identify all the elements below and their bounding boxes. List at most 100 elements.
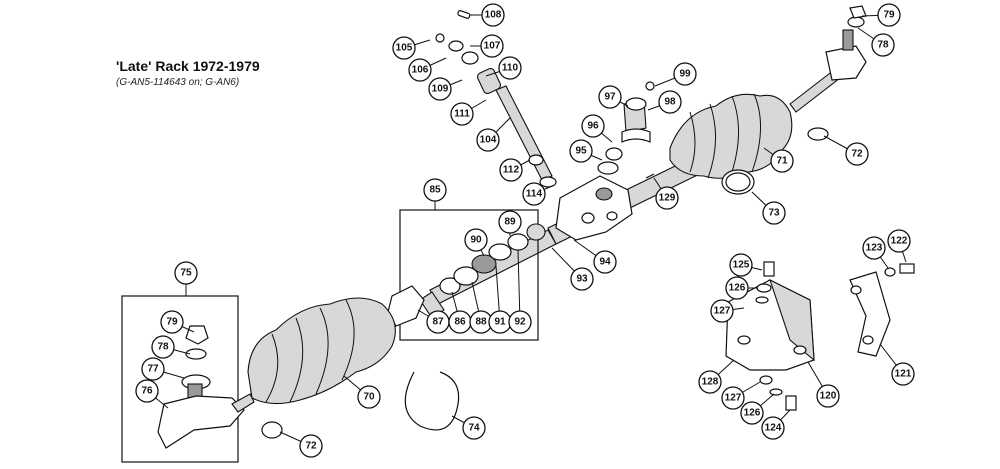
- callout-c126a: 126: [725, 276, 749, 300]
- callout-c106: 106: [408, 58, 432, 82]
- pinion-housing: [555, 175, 633, 241]
- callout-number: 78: [877, 40, 889, 51]
- callout-c86: 86: [448, 310, 472, 334]
- callout-circle: [729, 253, 753, 277]
- callout-number: 88: [475, 317, 487, 328]
- callout-number: 123: [866, 243, 883, 254]
- callout-c110: 110: [498, 56, 522, 80]
- inner-ball-joint-parts: [419, 223, 546, 319]
- callout-c121: 121: [891, 362, 915, 386]
- callout-number: 79: [883, 10, 895, 21]
- callout-circle: [464, 228, 488, 252]
- callout-circle: [480, 34, 504, 58]
- callout-c72b: 72: [299, 434, 323, 458]
- callout-circle: [877, 3, 901, 27]
- callout-circle: [462, 416, 486, 440]
- callout-number: 92: [514, 317, 526, 328]
- callout-circle: [816, 384, 840, 408]
- callout-c90: 90: [464, 228, 488, 252]
- callout-circle: [141, 357, 165, 381]
- callout-circle: [762, 201, 786, 225]
- mounting-fasteners: [755, 261, 915, 411]
- callout-c93: 93: [570, 267, 594, 291]
- callout-circle: [299, 434, 323, 458]
- callout-number: 95: [575, 146, 587, 157]
- callout-number: 125: [733, 260, 750, 271]
- mounting-clamp: [849, 271, 891, 357]
- callout-circle: [655, 186, 679, 210]
- callout-circle: [160, 310, 184, 334]
- left-rubber-boot: [247, 297, 396, 405]
- callout-number: 91: [494, 317, 506, 328]
- callout-c91: 91: [488, 310, 512, 334]
- callout-number: 127: [714, 306, 731, 317]
- callout-circle: [357, 385, 381, 409]
- callout-number: 124: [765, 423, 782, 434]
- callout-circle: [498, 56, 522, 80]
- callout-c109: 109: [428, 77, 452, 101]
- callout-number: 98: [664, 97, 676, 108]
- right-tie-rod: [789, 5, 867, 113]
- callout-c78a: 78: [871, 33, 895, 57]
- callout-number: 127: [725, 393, 742, 404]
- callout-c94: 94: [593, 250, 617, 274]
- callout-circle: [522, 182, 546, 206]
- callout-c123: 123: [862, 236, 886, 260]
- callout-number: 104: [480, 135, 497, 146]
- left-clips: [261, 371, 460, 439]
- callout-c73: 73: [762, 201, 786, 225]
- callout-c112: 112: [499, 158, 523, 182]
- callout-c78b: 78: [151, 335, 175, 359]
- mounting-bracket: [725, 278, 815, 371]
- callout-number: 126: [744, 408, 761, 419]
- callout-circle: [862, 236, 886, 260]
- callout-c71: 71: [770, 149, 794, 173]
- callout-number: 90: [470, 235, 482, 246]
- callout-circle: [761, 416, 785, 440]
- callout-circle: [476, 128, 500, 152]
- callout-c124: 124: [761, 416, 785, 440]
- callout-c70: 70: [357, 385, 381, 409]
- callout-c125: 125: [729, 253, 753, 277]
- callout-number: 71: [776, 156, 788, 167]
- callout-c89: 89: [498, 210, 522, 234]
- right-rubber-boot: [669, 93, 793, 179]
- callout-circle: [151, 335, 175, 359]
- inner-ball-joint-box: [399, 209, 539, 341]
- damper-assembly: [597, 81, 655, 179]
- callout-number: 96: [587, 121, 599, 132]
- callout-c77: 77: [141, 357, 165, 381]
- callout-c97: 97: [598, 85, 622, 109]
- callout-c126b: 126: [740, 401, 764, 425]
- callout-c92: 92: [508, 310, 532, 334]
- callout-c72a: 72: [845, 142, 869, 166]
- callout-number: 73: [768, 208, 780, 219]
- callout-c127a: 127: [710, 299, 734, 323]
- callout-number: 86: [454, 317, 466, 328]
- callout-c96: 96: [581, 114, 605, 138]
- callout-number: 109: [432, 84, 449, 95]
- callout-circle: [593, 250, 617, 274]
- callout-c107: 107: [480, 34, 504, 58]
- callout-circle: [891, 362, 915, 386]
- callout-c114: 114: [522, 182, 546, 206]
- callout-number: 87: [432, 317, 444, 328]
- callout-circle: [871, 33, 895, 57]
- callout-number: 106: [412, 65, 429, 76]
- callout-circle: [770, 149, 794, 173]
- callout-number: 99: [679, 69, 691, 80]
- callout-c74: 74: [462, 416, 486, 440]
- left-tie-rod-end: [157, 325, 255, 449]
- callout-number: 97: [604, 92, 616, 103]
- callout-circle: [450, 102, 474, 126]
- callout-circle: [508, 310, 532, 334]
- callout-number: 70: [363, 392, 375, 403]
- callout-circle: [845, 142, 869, 166]
- callout-number: 72: [305, 441, 317, 452]
- callout-circle: [392, 36, 416, 60]
- callout-c75: 75: [174, 261, 198, 285]
- callout-circle: [408, 58, 432, 82]
- callout-number: 110: [502, 63, 519, 74]
